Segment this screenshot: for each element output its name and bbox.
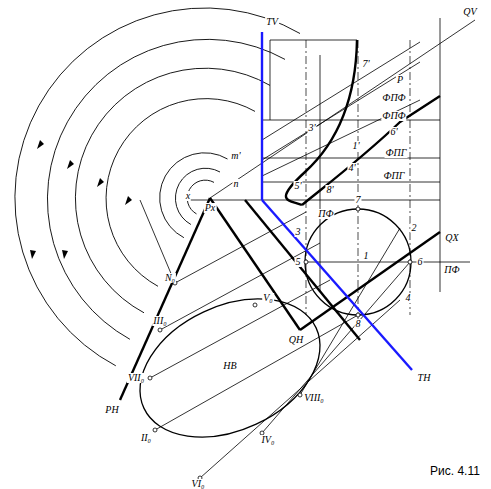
point-label: III₀ — [152, 316, 167, 326]
point-label: ФПФ — [381, 111, 406, 121]
point-label: 6 — [417, 257, 424, 267]
point-label: 7' — [361, 59, 370, 69]
points — [148, 207, 412, 480]
point-label: QV — [462, 7, 477, 17]
arc-arrows — [30, 140, 132, 259]
point-label: x — [185, 191, 191, 201]
point-label: 2 — [411, 223, 418, 233]
point-label: ФПГ — [383, 171, 406, 181]
point-label: ПФ — [317, 209, 334, 219]
figure-caption: Рис. 4.11 — [430, 464, 480, 478]
point-label: 1 — [363, 251, 370, 261]
projection-lines — [306, 40, 410, 320]
point-label: V₀ — [262, 293, 274, 303]
traces-and-section — [120, 40, 440, 400]
point-label: VII₀ — [127, 373, 145, 383]
point-label: 3 — [295, 227, 302, 237]
point-label: ФПГ — [385, 148, 408, 158]
point-label: Px — [204, 203, 217, 213]
point-label: 4 — [405, 293, 412, 303]
point-label: II₀ — [140, 433, 152, 443]
point-label: TH — [417, 373, 432, 383]
point-label: PH — [104, 405, 119, 415]
point-label: VI₀ — [191, 479, 206, 489]
point-label: IV₀ — [261, 435, 276, 445]
point-label: ПФ — [443, 265, 460, 275]
rotation-arcs — [15, 8, 300, 366]
point-label: 7 — [355, 195, 362, 205]
point-label: QH — [288, 335, 304, 345]
point-label: 8 — [355, 319, 362, 329]
point-label: 5' — [293, 181, 302, 191]
point-label: 6' — [389, 127, 398, 137]
point-label: 4' — [347, 163, 356, 173]
point-label: VIII₀ — [303, 393, 325, 403]
point-label: 8' — [325, 185, 334, 195]
point-label: P — [396, 75, 404, 85]
point-label: QX — [444, 233, 459, 243]
point-label: ФПФ — [381, 93, 406, 103]
point-label: НВ — [222, 361, 237, 371]
construction-lines — [140, 18, 475, 478]
point-label: 5 — [295, 257, 302, 267]
point-label: m' — [230, 151, 241, 161]
point-label: 3' — [307, 123, 316, 133]
plane-t-trace — [262, 32, 412, 370]
point-label: n — [233, 179, 240, 189]
point-label: TV — [265, 17, 279, 27]
projections — [118, 209, 411, 464]
point-label: N₀ — [164, 273, 176, 283]
point-label: 1' — [351, 141, 360, 151]
